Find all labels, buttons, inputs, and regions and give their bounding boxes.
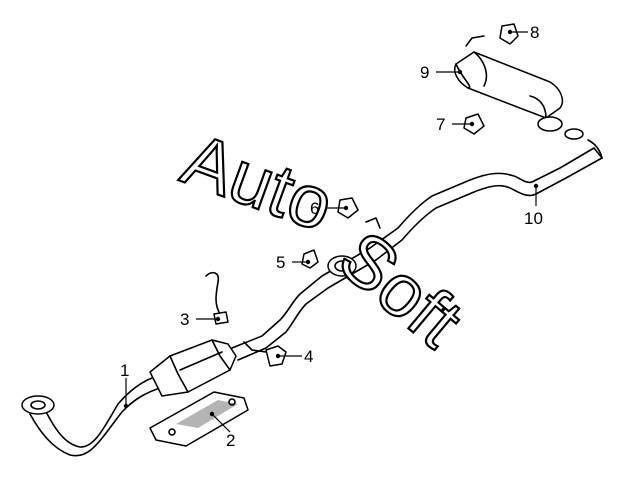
callout-8: 8 [507,23,539,42]
svg-text:10: 10 [524,209,543,228]
svg-text:8: 8 [530,23,539,42]
muffler-flange [537,116,563,132]
intermediate-pipe [231,139,603,361]
muffler [454,35,584,140]
catalytic-converter [149,339,237,397]
callout-7: 7 [436,115,475,134]
svg-text:4: 4 [304,347,313,366]
svg-text:5: 5 [276,253,285,272]
callout-3: 3 [180,310,221,329]
callout-1: 1 [120,361,129,409]
center-flange-joint [327,217,381,277]
callout-5: 5 [276,253,311,272]
heat-shield [149,391,249,447]
svg-text:9: 9 [420,63,429,82]
callout-10: 10 [524,183,543,228]
svg-text:7: 7 [436,115,445,134]
watermark-part1: Auto [173,117,344,247]
svg-text:1: 1 [120,361,129,380]
watermark: Auto Soft [171,116,479,364]
callout-2: 2 [209,411,235,450]
hanger-5 [301,249,319,269]
callout-4: 4 [275,347,313,366]
hanger-8 [499,23,519,45]
callout-9: 9 [420,63,463,82]
svg-text:2: 2 [226,431,235,450]
watermark-part2: Soft [324,215,479,363]
callout-6: 6 [310,199,349,218]
svg-text:6: 6 [310,199,319,218]
front-flange [21,395,55,415]
oxygen-sensor [205,271,229,325]
front-pipe [21,377,161,457]
svg-text:3: 3 [180,310,189,329]
